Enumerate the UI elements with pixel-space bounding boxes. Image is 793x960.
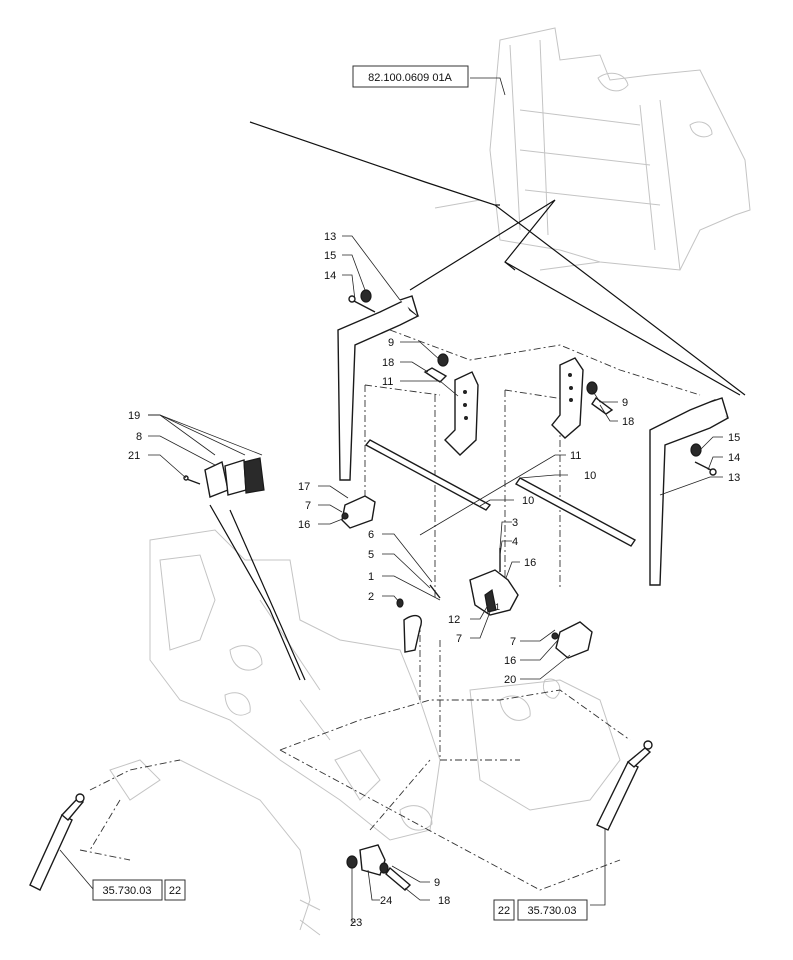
lever-right bbox=[649, 397, 730, 586]
reference-qty-label-left: 22 bbox=[169, 885, 181, 897]
reference-box-left[interactable]: 35.730.03 bbox=[92, 879, 163, 901]
callout-14: 14 bbox=[324, 270, 336, 282]
callout-11: 11 bbox=[382, 376, 393, 388]
callout-16: 16 bbox=[504, 655, 516, 667]
callout-10: 10 bbox=[584, 470, 596, 482]
callout-7: 7 bbox=[305, 500, 311, 512]
reference-label-right: 35.730.03 bbox=[528, 905, 577, 917]
callout-numbers: 13 15 14 9 18 11 9 18 15 14 13 19 8 21 1… bbox=[128, 231, 740, 929]
callout-12: 12 bbox=[448, 614, 460, 626]
rod-right bbox=[514, 477, 637, 547]
gas-spring-right bbox=[596, 740, 653, 831]
cam-plate-right bbox=[551, 621, 593, 659]
reference-qty-label-right: 22 bbox=[498, 905, 510, 917]
callout-18: 18 bbox=[438, 895, 450, 907]
callout-3: 3 bbox=[512, 517, 518, 529]
callout-9: 9 bbox=[434, 877, 440, 889]
callout-5: 5 bbox=[368, 549, 374, 561]
callout-14: 14 bbox=[728, 452, 740, 464]
callout-7: 7 bbox=[456, 633, 462, 645]
ghost-bucket-assembly bbox=[434, 27, 751, 271]
pin-right bbox=[690, 443, 717, 476]
bracket-right bbox=[551, 357, 584, 439]
separator-lines bbox=[209, 121, 746, 681]
callout-9: 9 bbox=[388, 337, 394, 349]
bottom-latch bbox=[346, 844, 412, 891]
callout-4: 4 bbox=[512, 536, 518, 548]
reference-label-left: 35.730.03 bbox=[103, 885, 152, 897]
callout-21: 21 bbox=[128, 450, 140, 462]
callout-6: 6 bbox=[368, 529, 374, 541]
callout-11: 11 bbox=[570, 450, 581, 462]
reference-box-right[interactable]: 35.730.03 bbox=[517, 899, 588, 921]
callout-15: 15 bbox=[728, 432, 740, 444]
reference-box-top[interactable]: 82.100.0609 01A bbox=[352, 65, 469, 88]
assembly-lines bbox=[79, 329, 701, 891]
ghost-loader-frame bbox=[109, 529, 621, 936]
callout-13: 13 bbox=[324, 231, 336, 243]
callout-23: 23 bbox=[350, 917, 362, 929]
callout-19: 19 bbox=[128, 410, 140, 422]
callout-1: 1 bbox=[495, 602, 500, 612]
pin-left bbox=[348, 289, 376, 313]
callout-24: 24 bbox=[380, 895, 392, 907]
bracket-left bbox=[444, 371, 479, 456]
callout-15: 15 bbox=[324, 250, 336, 262]
reference-qty-left[interactable]: 22 bbox=[164, 879, 186, 901]
gas-spring-left bbox=[29, 793, 85, 891]
callout-17: 17 bbox=[298, 481, 310, 493]
callout-9: 9 bbox=[622, 397, 628, 409]
callout-16: 16 bbox=[524, 557, 536, 569]
callout-10: 10 bbox=[522, 495, 534, 507]
pin-9-18-upper-right bbox=[586, 381, 614, 415]
pin-9-18-upper-left bbox=[423, 353, 449, 383]
callout-1: 1 bbox=[368, 571, 374, 583]
callout-2: 2 bbox=[368, 591, 374, 603]
callout-8: 8 bbox=[136, 431, 142, 443]
callout-18: 18 bbox=[622, 416, 634, 428]
cam-plate-left bbox=[341, 495, 376, 529]
reference-qty-right[interactable]: 22 bbox=[493, 899, 515, 921]
callout-20: 20 bbox=[504, 674, 516, 686]
rod-long bbox=[364, 439, 492, 511]
callout-18: 18 bbox=[382, 357, 394, 369]
latch-assembly bbox=[396, 548, 519, 653]
lever-left bbox=[337, 295, 420, 481]
leader-lines bbox=[59, 77, 723, 923]
callout-7: 7 bbox=[510, 636, 516, 648]
reference-label-top: 82.100.0609 01A bbox=[368, 72, 452, 84]
wear-blocks bbox=[183, 457, 265, 498]
callout-16: 16 bbox=[298, 519, 310, 531]
callout-13: 13 bbox=[728, 472, 740, 484]
